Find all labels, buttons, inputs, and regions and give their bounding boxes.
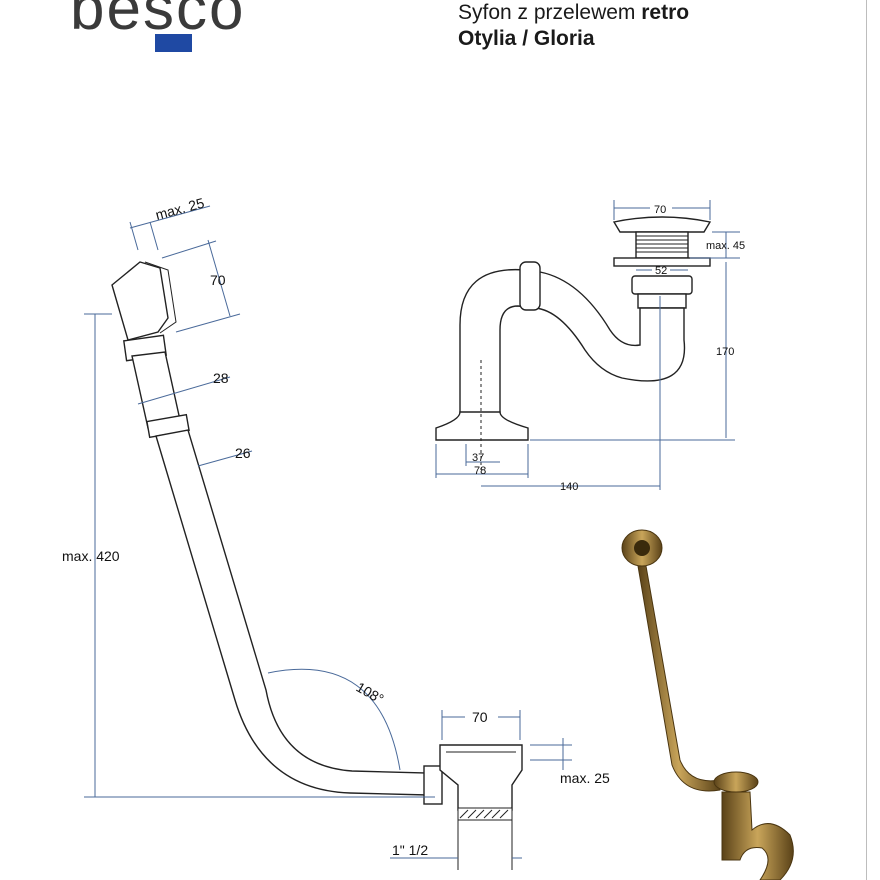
dim-cap-width: 70 — [654, 204, 666, 216]
base-flange — [435, 411, 529, 441]
nut-collar — [637, 293, 687, 309]
dim-drain-width: 70 — [472, 709, 488, 725]
overflow-cap-face — [144, 261, 177, 334]
dim-overflow-height: 70 — [210, 272, 226, 288]
title-bold: retro — [641, 1, 690, 24]
dim-height: 170 — [716, 346, 734, 358]
dim-nut: 28 — [213, 370, 229, 386]
middle-nut — [519, 261, 541, 311]
dim-length: 140 — [560, 481, 578, 493]
dim-total-height: max. 420 — [62, 548, 120, 564]
logo-square-icon — [155, 34, 192, 52]
brand-logo: besco — [70, 0, 246, 43]
dim-base-width: 78 — [474, 465, 486, 477]
dim-pipe: 26 — [235, 445, 251, 461]
dim-thread: 1" 1/2 — [392, 842, 428, 858]
right-drawing: 70 max. 45 52 170 37 78 140 — [435, 200, 745, 493]
photo-pipe — [637, 565, 721, 792]
dim-drain-depth: max. 25 — [560, 770, 610, 786]
flange — [613, 257, 711, 267]
page-border — [866, 0, 867, 880]
title-line-1: Syfon z przelewem retro — [458, 0, 689, 26]
angle-arc — [267, 668, 401, 771]
drain-pipe — [155, 429, 429, 796]
thread-hatch — [459, 809, 509, 819]
dim-base-offset: 37 — [472, 452, 484, 464]
dim-overflow-depth: max. 25 — [154, 194, 206, 222]
title-prefix: Syfon z przelewem — [458, 1, 642, 24]
click-clack-cap — [612, 216, 712, 233]
photo-trap — [721, 791, 794, 880]
photo-drain — [713, 771, 759, 793]
cap-thread-lines — [636, 235, 688, 253]
title-line-2: Otylia / Gloria — [458, 27, 595, 50]
overflow-cap — [111, 261, 169, 341]
product-title: Syfon z przelewem retro Otylia / Gloria — [458, 0, 689, 52]
dim-cap-height: max. 45 — [706, 240, 745, 252]
drain-body — [439, 744, 523, 811]
upper-nut — [631, 275, 693, 295]
dim-body-width: 52 — [655, 265, 667, 277]
photo-cap-center — [634, 540, 650, 556]
tailpiece — [457, 820, 513, 870]
dim-angle: 108° — [354, 679, 387, 707]
product-photo — [621, 529, 794, 880]
drain-coupling — [423, 765, 443, 805]
